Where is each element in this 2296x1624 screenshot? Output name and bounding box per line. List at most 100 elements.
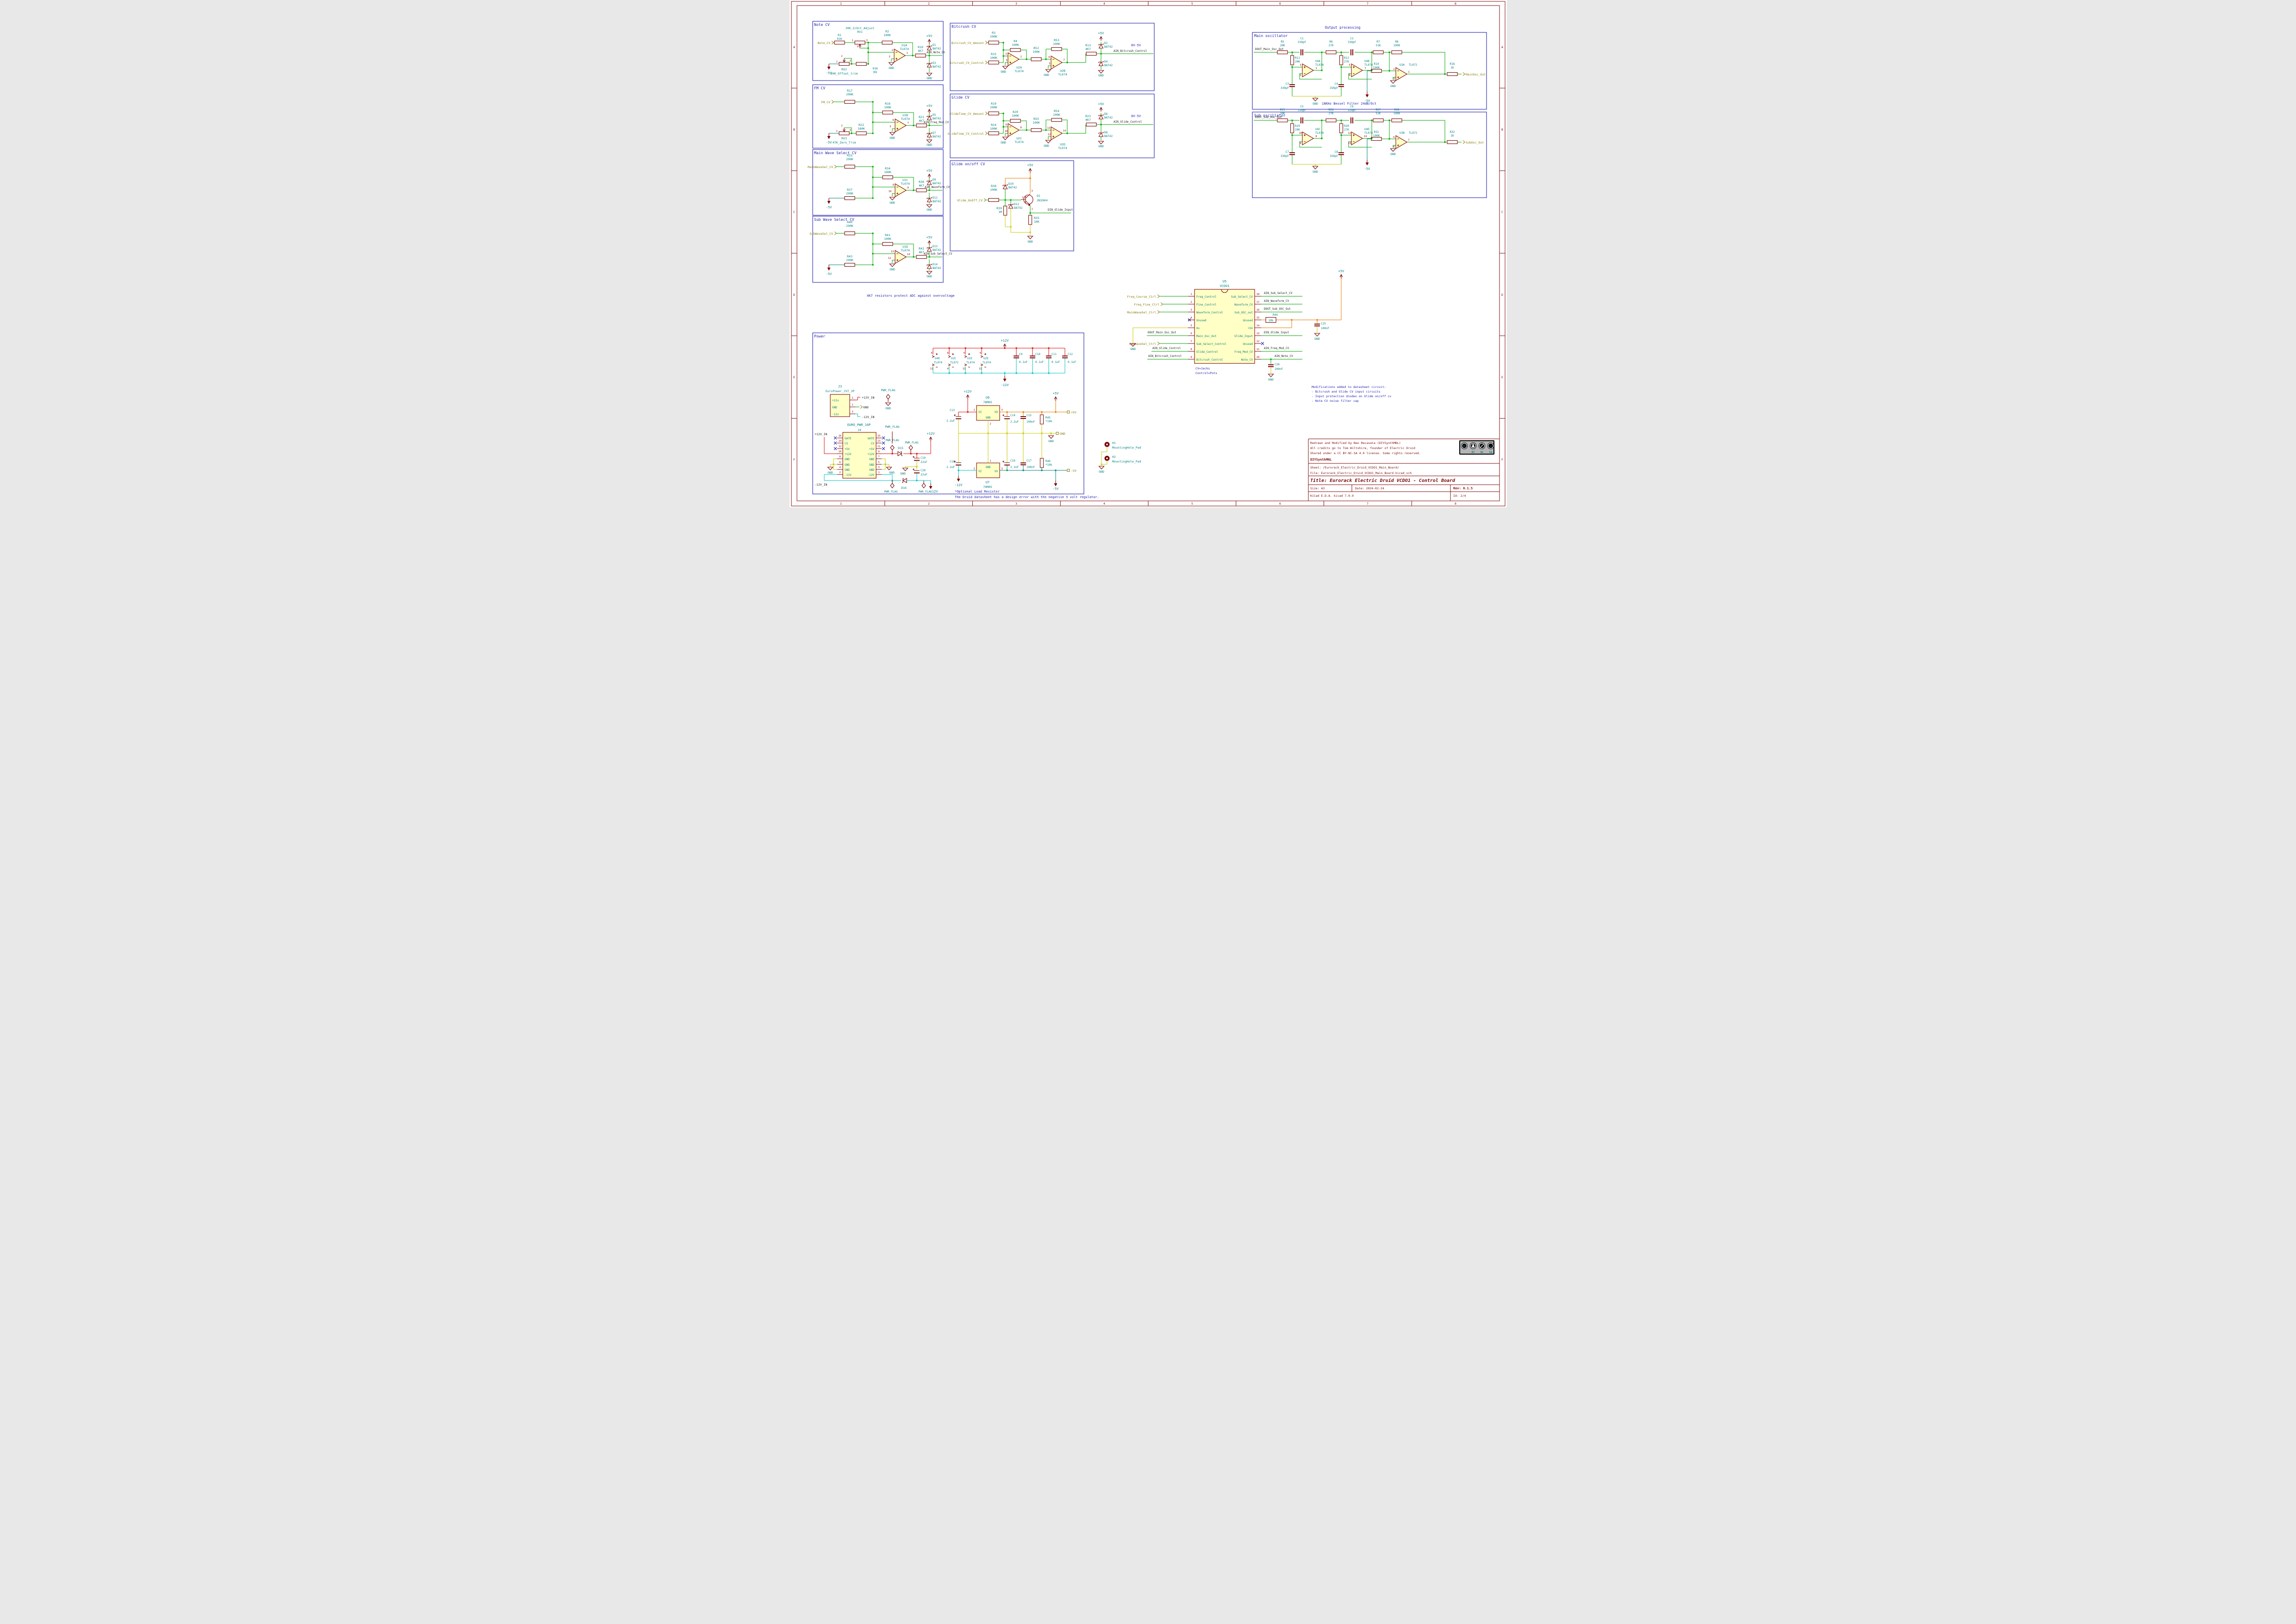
svg-text:C12: C12 <box>1068 353 1073 356</box>
glabel-chevron <box>860 405 863 409</box>
pwr-flag <box>908 445 913 453</box>
ref-label: R30 <box>1344 125 1349 128</box>
svg-text:4: 4 <box>947 368 949 370</box>
col-label: 5 <box>1191 2 1193 6</box>
gnd-label: GND <box>1390 152 1396 156</box>
file-name: File: Eurorack_Electric_Druid_VCDO1_Main… <box>1310 471 1412 475</box>
ref-label: U2A <box>1016 66 1022 69</box>
ref-label: D5 <box>933 113 936 117</box>
diode-symbol <box>1098 61 1104 66</box>
net-label: +12V_IN <box>862 396 874 400</box>
resistor-symbol <box>1039 458 1044 468</box>
adc-note: 4K7 resistors protect ADC against overvo… <box>867 294 955 298</box>
val-label: BAT42 <box>933 249 941 252</box>
svg-text:6: 6 <box>839 461 840 464</box>
cap-symbol <box>1013 356 1020 358</box>
ref-label: C26 <box>1275 363 1280 366</box>
pin-num: 7 <box>907 122 908 125</box>
svg-text:2: 2 <box>973 468 975 470</box>
ref-label: R23 <box>1085 114 1091 118</box>
pin-num: 6 <box>1048 56 1050 59</box>
col-label: 3 <box>1015 2 1017 6</box>
gnd-symbol <box>902 468 908 471</box>
section-glide-cv: Glide CV GlideTime_CV_Amount GlideTime_C… <box>947 94 1155 158</box>
pos5v-arrow <box>1339 274 1343 279</box>
ref-label: C4 <box>1334 82 1338 86</box>
pwr-label: +5V <box>926 104 932 108</box>
resistor-symbol <box>1276 50 1288 55</box>
sec-title: Note CV <box>814 23 830 27</box>
pin-num: 1 <box>836 61 837 63</box>
val-label: 100K <box>884 33 891 37</box>
cc-by-label: BY <box>1471 451 1475 454</box>
svg-text:GND: GND <box>985 416 990 419</box>
pin-num: 6 <box>1349 74 1350 77</box>
val-label: TL074 <box>1364 63 1373 67</box>
val-label: BAT42 <box>933 267 941 270</box>
ref-label: D15 <box>898 446 903 450</box>
gnd-symbol <box>889 263 895 267</box>
svg-text:U1E: U1E <box>967 357 972 360</box>
svg-text:11: 11 <box>962 368 965 370</box>
ref-label: R11 <box>1295 56 1300 60</box>
pin-num: 7 <box>1190 340 1192 343</box>
section-glide-onoff: Glide on/off CV +5V Glide_OnOff_CV R3810… <box>949 160 1074 251</box>
opamp-symbol <box>1350 63 1363 77</box>
diode-symbol <box>1008 203 1014 209</box>
pwr-label: -5V <box>1364 99 1370 103</box>
svg-text:-12V: -12V <box>845 474 852 477</box>
val-label: 100K <box>1012 114 1019 118</box>
svg-text:1: 1 <box>878 471 879 474</box>
junction-dots <box>1004 177 1031 233</box>
resistor-symbol <box>881 40 893 45</box>
svg-text:11: 11 <box>978 368 982 370</box>
wires <box>836 233 942 270</box>
gnd-symbol <box>1098 466 1104 469</box>
neg5v-arrow <box>827 264 831 271</box>
ref-label: R2 <box>885 30 889 33</box>
ref-label: R33 <box>847 154 852 157</box>
wires <box>1146 296 1302 364</box>
ref-label: R41 <box>885 233 890 237</box>
val-label: TL074 <box>901 117 910 121</box>
svg-text:4: 4 <box>979 352 981 355</box>
resistor-symbol <box>1370 69 1382 73</box>
svg-text:CV: CV <box>871 442 874 445</box>
ref-label: R7 <box>1376 40 1380 44</box>
pin-num: 6 <box>1393 136 1394 139</box>
ref-label: J4 <box>858 428 861 432</box>
val-label: 100nF <box>1321 327 1329 330</box>
ref-label: U2C <box>1016 137 1022 140</box>
note: *Optional Load Resistor <box>955 490 1000 493</box>
pin-num: 12 <box>1256 340 1259 343</box>
pin-name: +12v <box>832 399 839 402</box>
ref-label: R43 <box>847 255 852 258</box>
pwr-label: -5V <box>826 141 832 144</box>
resistor-symbol <box>1051 118 1062 122</box>
val-label: 200K <box>990 106 997 109</box>
pwr-label: +5V <box>1098 102 1104 106</box>
gnd-label: GND <box>890 201 895 205</box>
sec-title: Main oscillator <box>1254 34 1288 38</box>
wires <box>1253 120 1462 164</box>
pos5v-wires <box>1005 172 1030 194</box>
val-label: TL072 <box>1409 63 1417 67</box>
gnd-label: GND <box>927 143 932 147</box>
net-label: AIN_Glide_Control <box>1152 347 1181 350</box>
val-label: 27K <box>1328 112 1333 115</box>
pos5v-arrow <box>1028 168 1032 173</box>
resistor-symbol <box>882 110 893 115</box>
range-note: 0V-5V <box>1131 114 1141 118</box>
resistor-symbol <box>1325 118 1337 123</box>
cap-symbol <box>1338 84 1344 87</box>
val-label: TL074 <box>1058 73 1067 76</box>
ref-label: R37 <box>847 188 852 192</box>
opamp-symbol <box>1050 126 1063 140</box>
svg-text:0.1uF: 0.1uF <box>1068 361 1076 364</box>
note-line: - Input protection diodes on Glide on/of… <box>1312 394 1391 398</box>
svg-text:R46: R46 <box>1045 460 1051 463</box>
svg-text:+12V: +12V <box>845 453 852 456</box>
gnd-symbol <box>1312 166 1318 169</box>
